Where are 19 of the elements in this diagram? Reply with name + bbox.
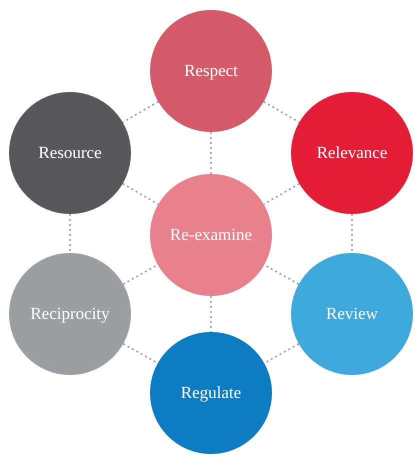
node-label: Regulate <box>180 383 242 403</box>
dotted-connector <box>122 343 158 364</box>
node-label: Reciprocity <box>30 304 110 324</box>
dotted-connector <box>263 101 300 123</box>
dotted-connector <box>122 264 158 285</box>
dotted-connector <box>263 183 300 205</box>
dotted-connector <box>69 214 71 253</box>
node-label: Re-examine <box>170 225 252 245</box>
node-label: Relevance <box>316 143 388 163</box>
node-label: Resource <box>38 143 102 163</box>
node-label: Respect <box>184 61 238 81</box>
node-label: Review <box>326 304 378 324</box>
dotted-connector <box>264 343 300 364</box>
dotted-connector <box>122 101 159 123</box>
dotted-connector <box>351 214 353 253</box>
dotted-connector <box>210 132 212 174</box>
dotted-connector <box>210 296 212 332</box>
dotted-connector <box>122 183 159 205</box>
dotted-connector <box>264 264 300 285</box>
